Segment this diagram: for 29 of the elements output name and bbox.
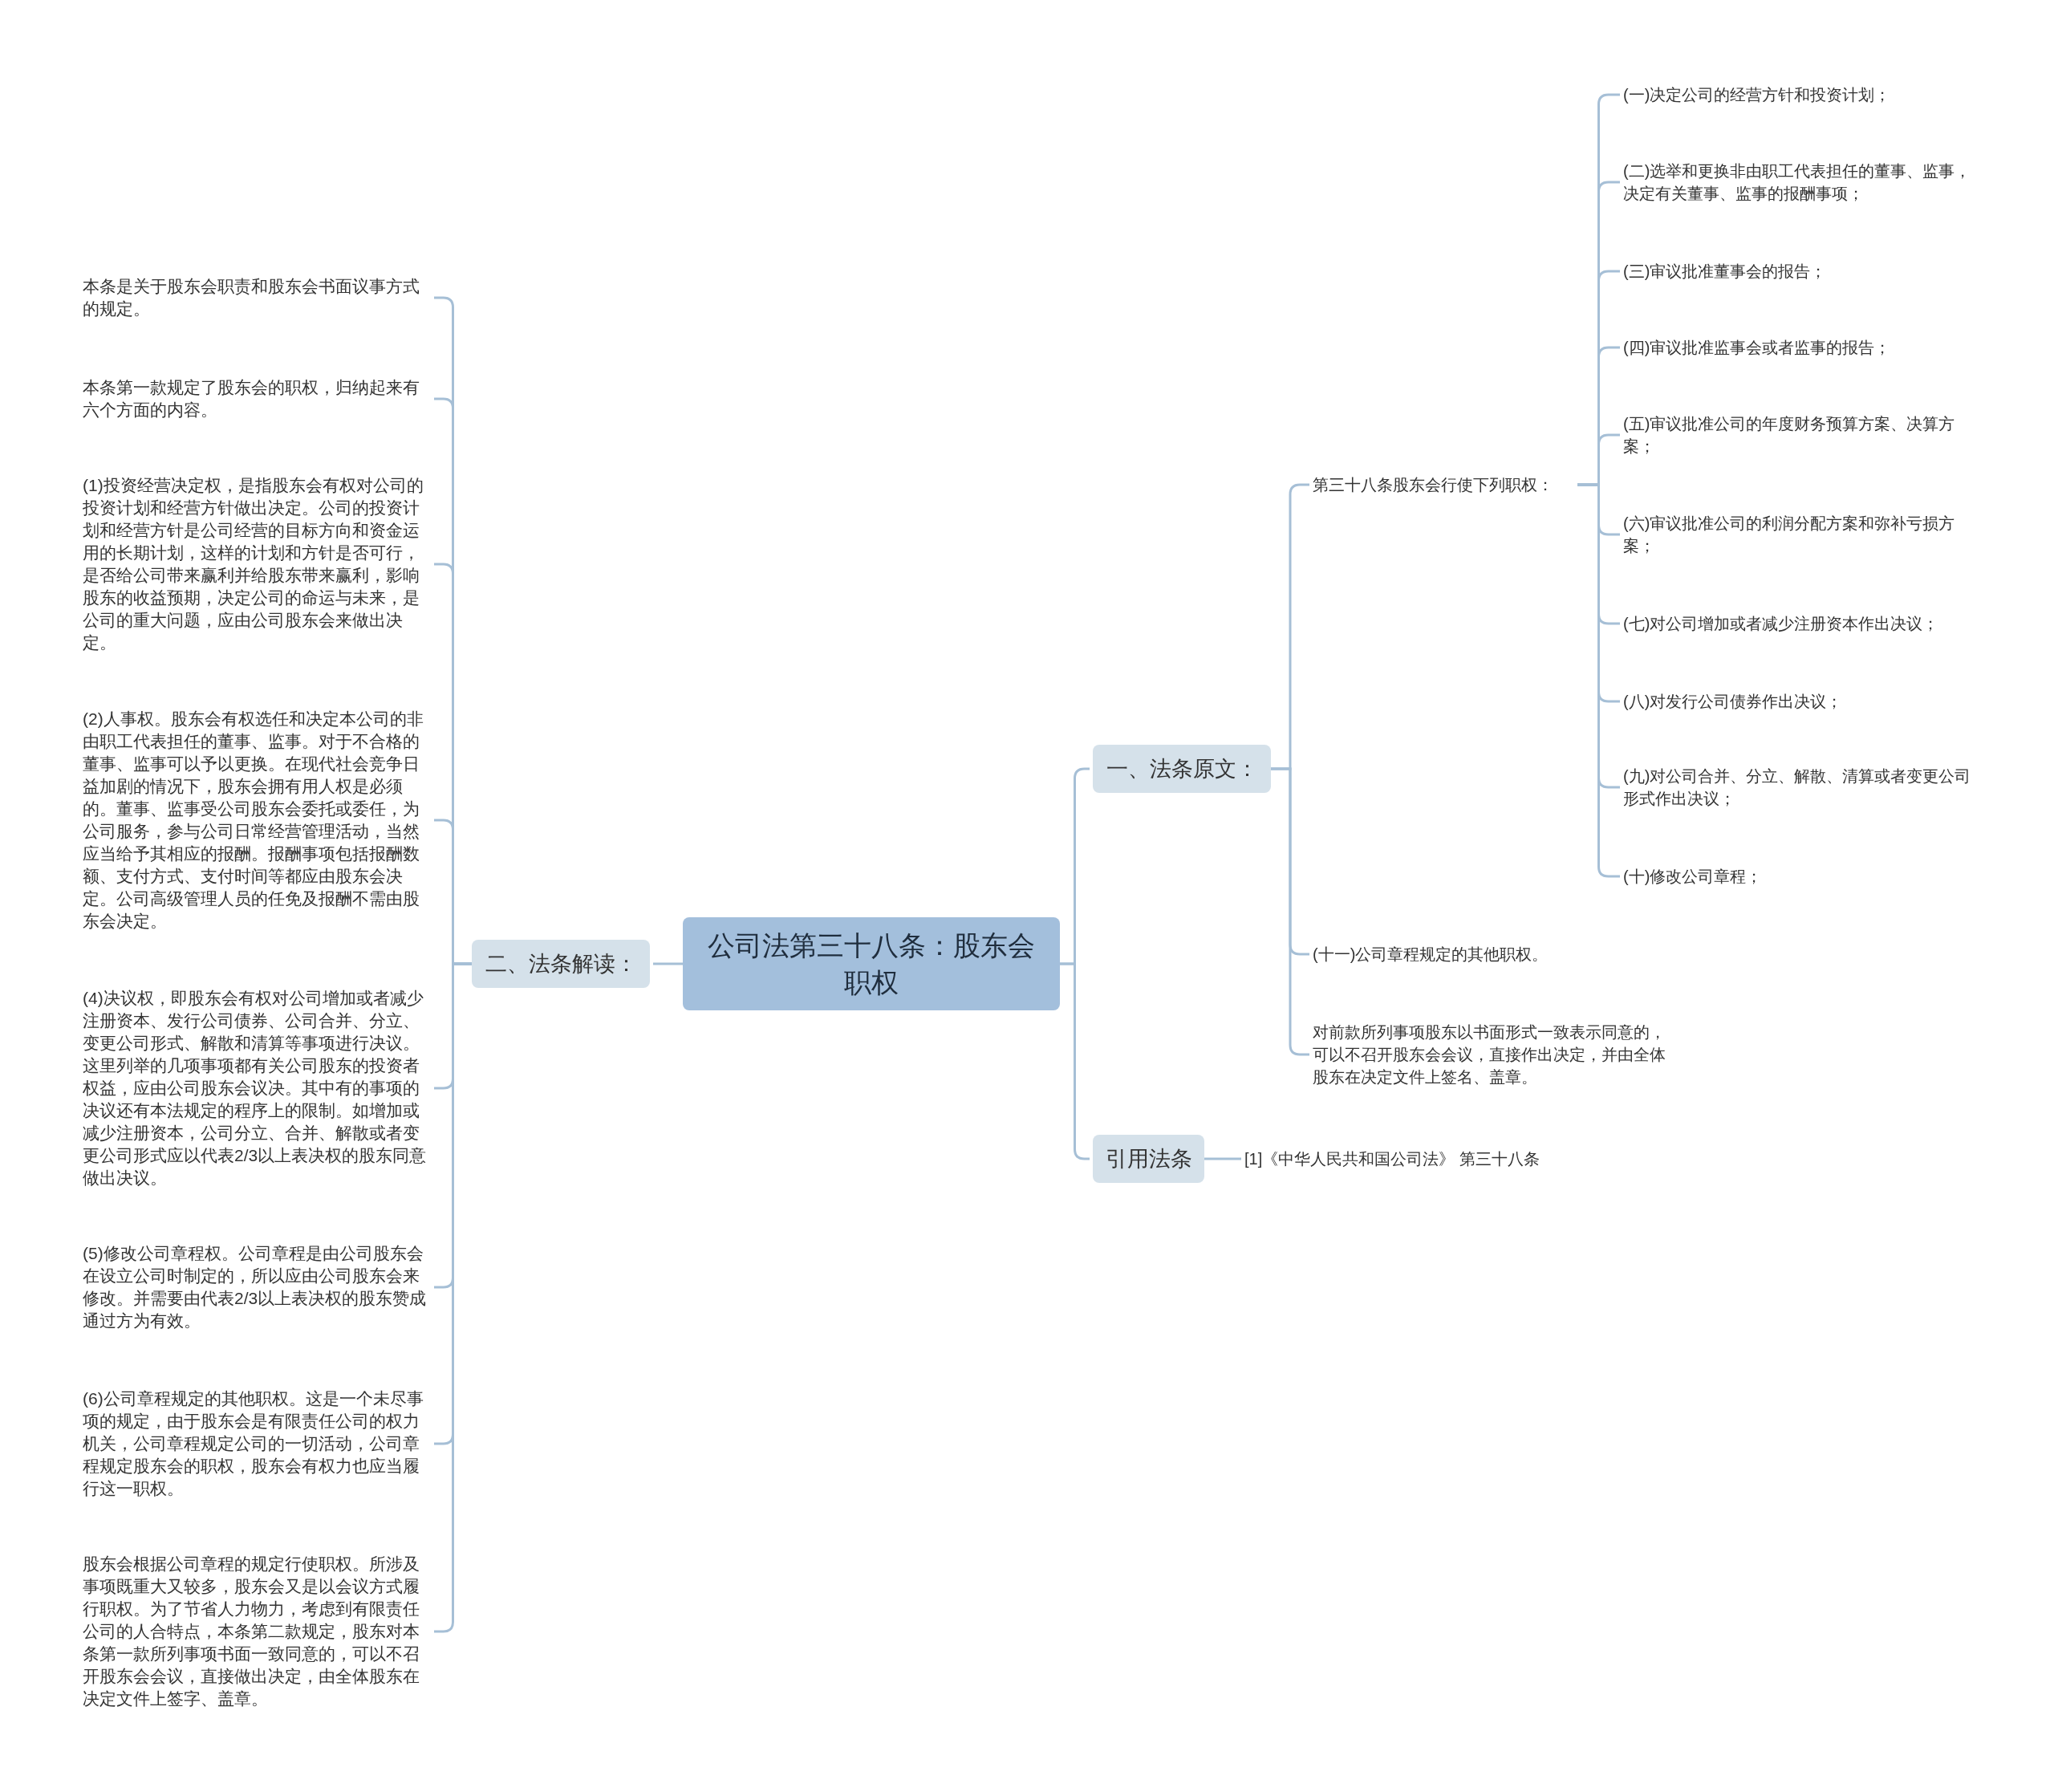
- connector-line: [653, 962, 683, 965]
- branch-topic: 二、法条解读：: [472, 940, 650, 988]
- subtopic-text: 第三十八条股东会行使下列职权：: [1313, 473, 1577, 496]
- connector-line: [1060, 962, 1090, 1160]
- subtopic-text: (十一)公司章程规定的其他职权。: [1313, 943, 1666, 965]
- subtopic-text: (五)审议批准公司的年度财务预算方案、决算方案；: [1623, 412, 1976, 457]
- subtopic-text: 本条是关于股东会职责和股东会书面议事方式的规定。: [83, 275, 431, 320]
- subtopic-text: (七)对公司增加或者减少注册资本作出决议；: [1623, 612, 1976, 635]
- subtopic-text: (六)审议批准公司的利润分配方案和弥补亏损方案；: [1623, 512, 1976, 557]
- subtopic-text: (一)决定公司的经营方针和投资计划；: [1623, 83, 1976, 106]
- subtopic-text: (二)选举和更换非由职工代表担任的董事、监事，决定有关董事、监事的报酬事项；: [1623, 160, 1976, 205]
- subtopic-text: 对前款所列事项股东以书面形式一致表示同意的，可以不召开股东会会议，直接作出决定，并由全体股东在决定文件上签名、盖章。: [1313, 1021, 1670, 1088]
- subtopic-text: (6)公司章程规定的其他职权。这是一个未尽事项的规定，由于股东会是有限责任公司的权力机关，公司章程规定公司的一切活动，公司章程规定股东会的职权，股东会有权力也应当履行这一职权。: [83, 1388, 431, 1500]
- subtopic-text: (1)投资经营决定权，是指股东会有权对公司的投资计划和经营方针做出决定。公司的投资计划和经营方针是公司经营的目标方向和资金运用的长期计划，这样的计划和方针是否可行，是否给公司带来赢利并给股东带来赢利，影响股东的收益预期，决定公司的命运与未来，是公司的重大问题，应由公司股东会来做出决定。: [83, 474, 431, 654]
- branch-topic: 一、法条原文：: [1093, 745, 1271, 793]
- subtopic-text: (5)修改公司章程权。公司章程是由公司股东会在设立公司时制定的，所以应由公司股东会来修改。并需要由代表2/3以上表决权的股东赞成通过方为有效。: [83, 1242, 431, 1332]
- subtopic-text: (4)决议权，即股东会有权对公司增加或者减少注册资本、发行公司债券、公司合并、分立、变更公司形式、解散和清算等事项进行决议。这里列举的几项事项都有关公司股东的投资者权益，应由公司股东会议决。其中有的事项的决议还有本法规定的程序上的限制。如增加或减少注册资本，公司分立、合并、解散或者变更公司形式应以代表2/3以上表决权的股东同意做出决议。: [83, 987, 431, 1189]
- subtopic-text: [1]《中华人民共和国公司法》 第三十八条: [1244, 1148, 1597, 1170]
- subtopic-text: (九)对公司合并、分立、解散、清算或者变更公司形式作出决议；: [1623, 765, 1976, 810]
- root-topic: 公司法第三十八条：股东会职权: [683, 917, 1060, 1010]
- subtopic-text: 股东会根据公司章程的规定行使职权。所涉及事项既重大又较多，股东会又是以会议方式履行职权。为了节省人力物力，考虑到有限责任公司的人合特点，本条第二款规定，股东对本条第一款所列事项书面一致同意的，可以不召开股东会会议，直接做出决定，由全体股东在决定文件上签字、盖章。: [83, 1553, 431, 1710]
- subtopic-text: (三)审议批准董事会的报告；: [1623, 260, 1976, 282]
- subtopic-text: 本条第一款规定了股东会的职权，归纳起来有六个方面的内容。: [83, 376, 431, 421]
- subtopic-text: (四)审议批准监事会或者监事的报告；: [1623, 336, 1976, 359]
- subtopic-text: (2)人事权。股东会有权选任和决定本公司的非由职工代表担任的董事、监事。对于不合格的董事、监事可以予以更换。在现代社会竞争日益加剧的情况下，股东会拥有用人权是必须的。董事、监事受公司股东会委托或委任，为公司服务，参与公司日常经营管理活动，当然应当给予其相应的报酬。报酬事项包括报酬数额、支付方式、支付时间等都应由股东会决定。公司高级管理人员的任免及报酬不需由股东会决定。: [83, 708, 431, 933]
- subtopic-text: (十)修改公司章程；: [1623, 865, 1976, 888]
- connector-line: [1204, 1157, 1241, 1160]
- branch-topic: 引用法条: [1093, 1135, 1204, 1183]
- subtopic-text: (八)对发行公司债券作出决议；: [1623, 690, 1976, 713]
